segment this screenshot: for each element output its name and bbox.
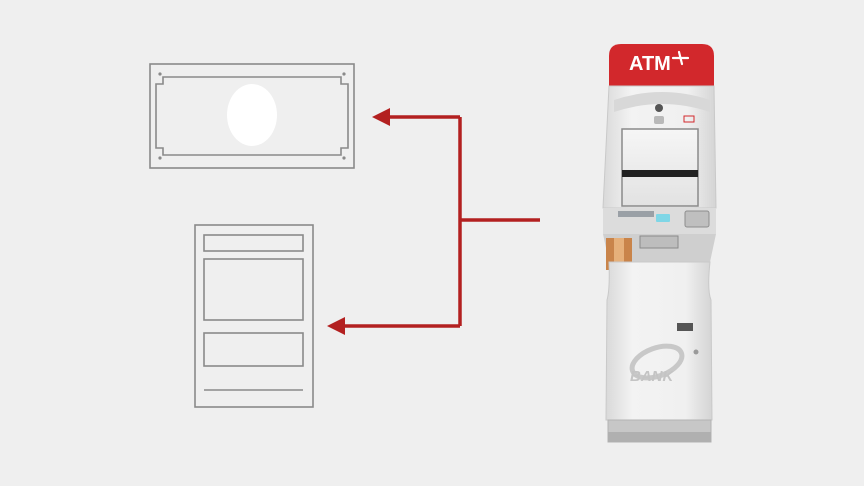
atm-sign-plus-mark — [671, 50, 690, 66]
atm-side-panel-highlight — [614, 238, 624, 270]
atm-bank-logo: BANK — [629, 343, 685, 385]
banknote-corner-dot — [158, 72, 162, 76]
receipt-outer-border — [194, 224, 314, 408]
atm-card-logo-icon — [683, 115, 695, 123]
receipt-icon — [194, 224, 314, 408]
banknote-corner-dot — [342, 72, 346, 76]
banknote-corner-dot — [342, 156, 346, 160]
atm-bank-logo-swoosh — [629, 343, 685, 381]
receipt-body-box — [203, 258, 304, 321]
receipt-header-box — [203, 234, 304, 252]
atm-lower-body — [605, 261, 713, 421]
arrow-to-banknote-head — [372, 108, 390, 126]
banknote-portrait-oval — [227, 84, 277, 146]
atm-camera — [655, 104, 663, 112]
atm-ic-reader-light — [656, 214, 670, 222]
banknote-outer-border — [149, 63, 355, 169]
atm-machine: ATM BANK — [602, 44, 717, 443]
banknote-corner-dot — [158, 156, 162, 160]
atm-door-lock — [693, 349, 699, 355]
atm-sign — [609, 44, 714, 86]
receipt-total-box — [203, 332, 304, 367]
arrow-to-receipt-head — [327, 317, 345, 335]
atm-base-plinth — [608, 432, 711, 442]
banknote-inner-frame — [155, 76, 349, 156]
atm-card-slot — [618, 211, 654, 217]
atm-screen-bezel-bar — [622, 170, 698, 177]
atm-screen — [621, 128, 699, 207]
atm-cash-slot — [639, 235, 679, 249]
atm-receipt-slot — [684, 210, 710, 228]
atm-hood-shade — [614, 92, 710, 112]
atm-bank-logo-text: BANK — [630, 368, 674, 385]
atm-sign-text: ATM — [629, 53, 671, 75]
output-arrows — [344, 115, 540, 328]
banknote-icon — [149, 63, 355, 169]
atm-lock-slot — [677, 323, 693, 331]
atm-camera-mount — [654, 116, 664, 124]
